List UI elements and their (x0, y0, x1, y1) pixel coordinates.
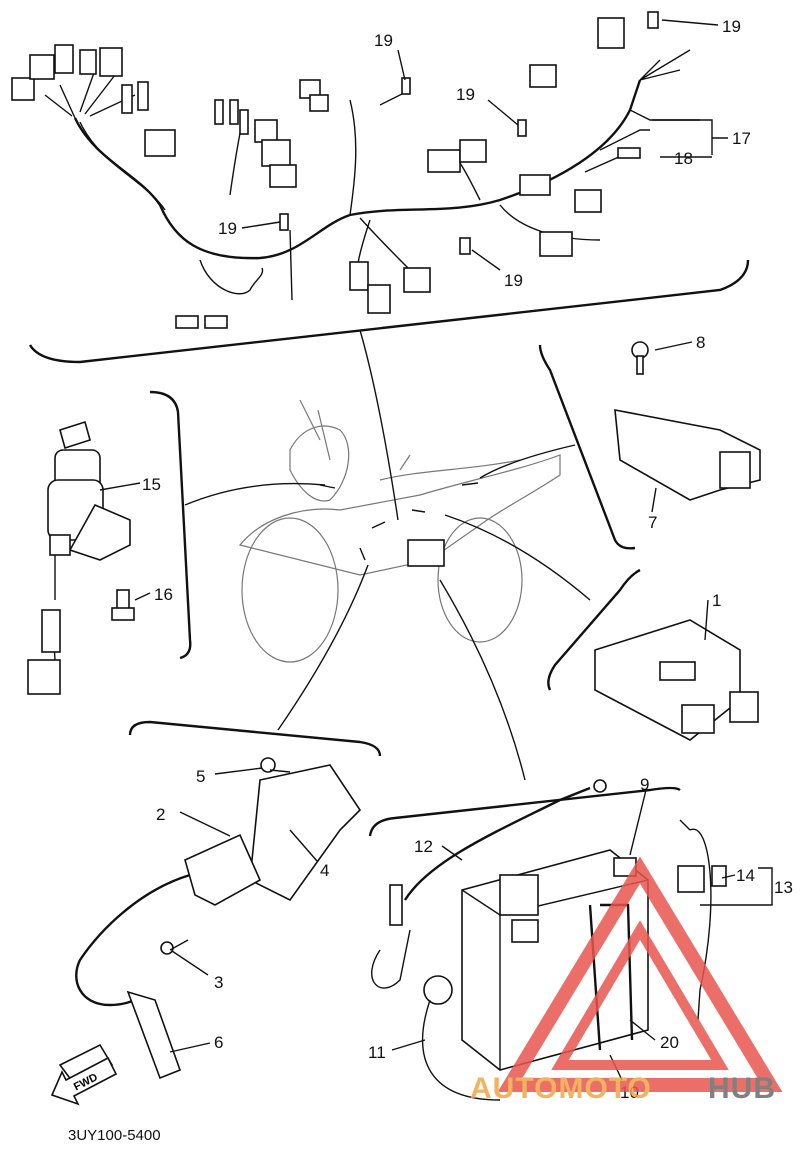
callout-8: 8 (696, 333, 705, 352)
callout-4: 4 (320, 861, 329, 880)
leader-lines (99, 19, 773, 1081)
callout-6: 6 (214, 1033, 223, 1052)
callout-12: 12 (414, 837, 433, 856)
callout-19-top-right: 19 (722, 17, 741, 36)
callout-7: 7 (648, 513, 657, 532)
watermark-logo: AUTOMOTO HUB (470, 856, 783, 1105)
callout-15: 15 (142, 475, 161, 494)
callout-14: 14 (736, 866, 755, 885)
wire-harness (11, 11, 700, 329)
callout-16: 16 (154, 585, 173, 604)
callout-19-mid: 19 (456, 85, 475, 104)
callout-3: 3 (214, 973, 223, 992)
callout-19-top-center: 19 (374, 31, 393, 50)
callout-20: 20 (660, 1033, 679, 1052)
watermark-text-gray: HUB (708, 1072, 776, 1105)
callout-1: 1 (712, 591, 721, 610)
callout-17: 17 (732, 129, 751, 148)
cdi-unit (594, 619, 759, 741)
callout-13: 13 (774, 878, 793, 897)
part-code: 3UY100-5400 (68, 1127, 161, 1144)
main-switch-assembly (27, 420, 135, 695)
watermark-text-orange: AUTOMOTO (470, 1072, 652, 1105)
section-dividers (28, 259, 750, 837)
callout-9: 9 (640, 775, 649, 794)
pointer-arrows (184, 329, 591, 781)
ignition-coil-assembly (58, 757, 362, 1087)
watermark-triangle-icon (497, 856, 783, 1092)
callout-2: 2 (156, 805, 165, 824)
callout-labels: 19 19 19 17 18 19 19 8 15 7 16 1 5 9 2 1… (142, 17, 793, 1102)
callout-19-bottom: 19 (504, 271, 523, 290)
callout-19-left: 19 (218, 219, 237, 238)
motorcycle-outline (238, 399, 561, 663)
battery-assembly (371, 779, 727, 1101)
callout-11: 11 (368, 1043, 386, 1062)
callout-5: 5 (196, 767, 205, 786)
callout-18: 18 (674, 149, 693, 168)
rectifier-assembly (614, 341, 761, 501)
